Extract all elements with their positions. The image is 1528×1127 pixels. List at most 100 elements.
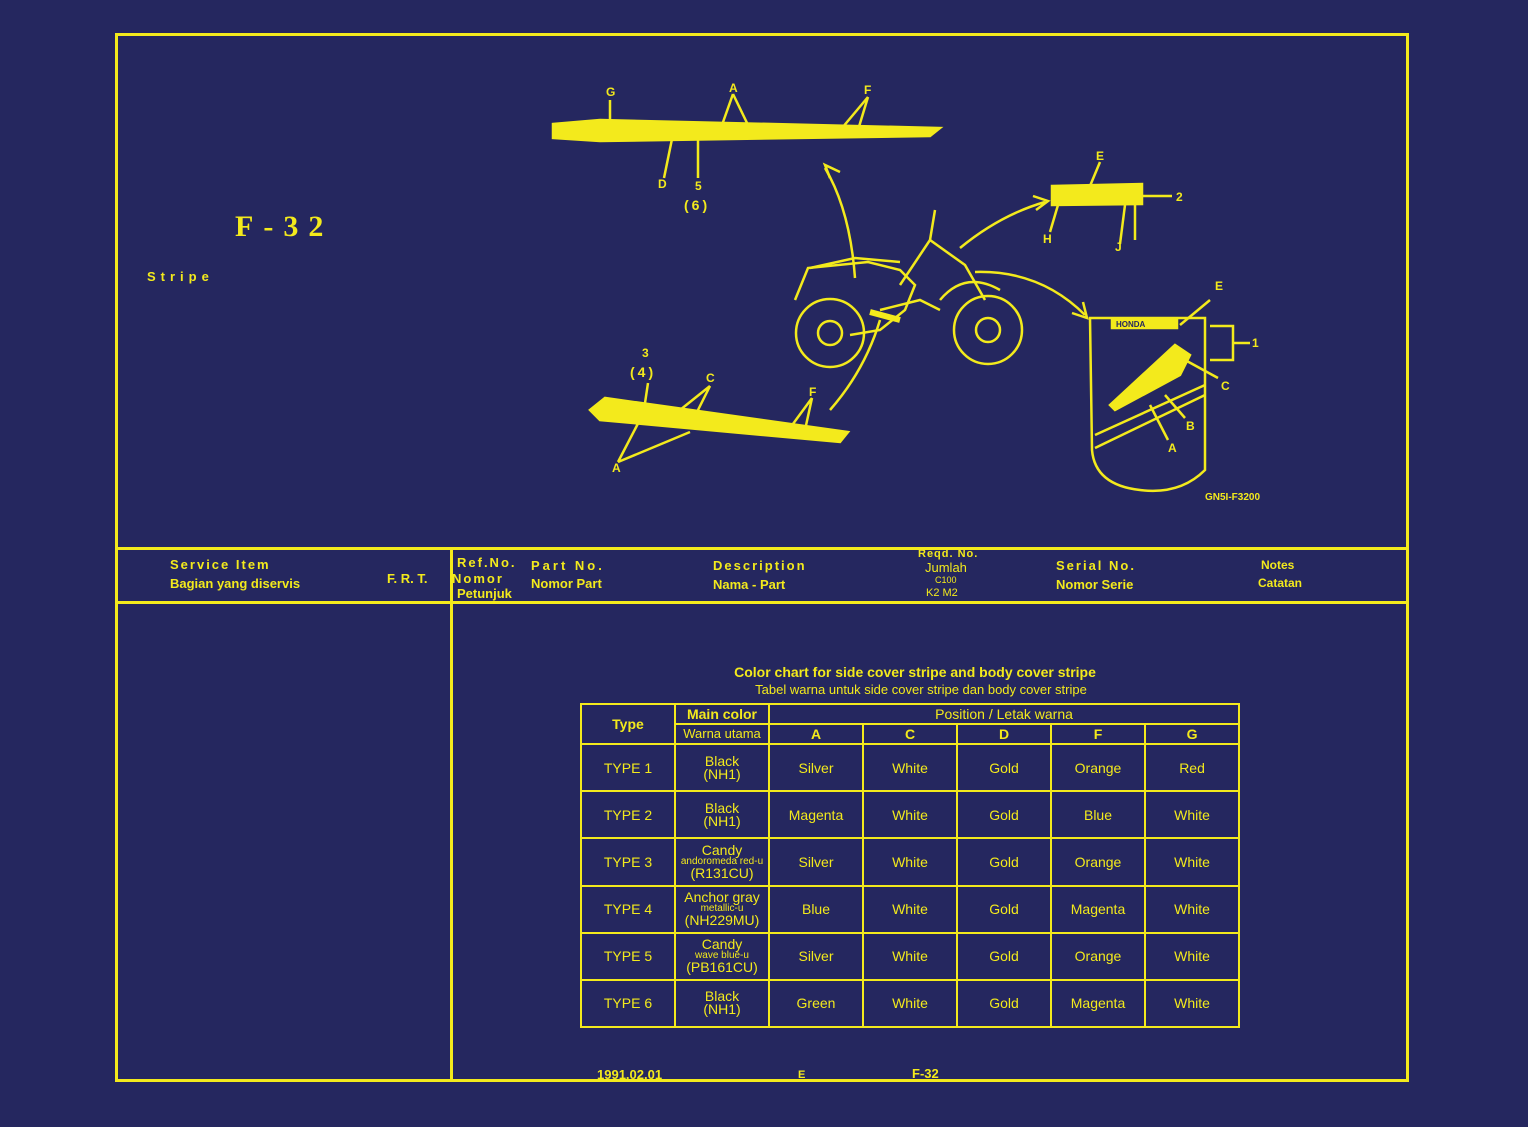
hdr-part-no-id: Nomor Part bbox=[531, 576, 602, 591]
callout-upper-6: (6) bbox=[684, 197, 710, 213]
cell-position-a: Silver bbox=[768, 837, 864, 887]
cell-position-c: White bbox=[862, 837, 958, 887]
header-top-rule bbox=[115, 547, 1409, 550]
callout-cover-a: A bbox=[1168, 441, 1177, 455]
cell-position-f: Blue bbox=[1050, 790, 1146, 840]
hdr-reqd-sub: K2 M2 bbox=[926, 587, 958, 599]
cell-position-g: White bbox=[1143, 790, 1241, 840]
hdr-reqd-no: Reqd. No. bbox=[918, 548, 979, 560]
cell-position-c: White bbox=[862, 790, 958, 840]
side-cover-outline bbox=[1088, 316, 1207, 492]
rear-wheel bbox=[794, 297, 866, 369]
callout-cover-1: 1 bbox=[1252, 336, 1259, 350]
main-color-line: wave blue-u bbox=[695, 950, 749, 962]
hdr-description-id: Nama - Part bbox=[713, 577, 786, 592]
cell-position-g: White bbox=[1143, 884, 1241, 934]
cell-main-color: Black(NH1) bbox=[674, 978, 770, 1029]
hdr-reqd-no-id: Jumlah bbox=[925, 560, 967, 575]
callout-cover-c: C bbox=[1221, 379, 1230, 393]
cell-main-color: Black(NH1) bbox=[674, 743, 770, 793]
cell-position-g: Red bbox=[1143, 743, 1241, 793]
cell-position-g: White bbox=[1143, 978, 1241, 1029]
footer-page: F-32 bbox=[912, 1066, 939, 1081]
main-color-line: metallic-u bbox=[700, 903, 744, 915]
cell-position-g: White bbox=[1143, 837, 1241, 887]
cell-position-c: White bbox=[862, 884, 958, 934]
hdr-notes: Notes bbox=[1261, 558, 1295, 572]
column-divider bbox=[450, 549, 453, 1082]
sheet-frame bbox=[115, 33, 1409, 1082]
main-color-line: Candy bbox=[701, 936, 743, 953]
cell-position-a: Silver bbox=[768, 743, 864, 793]
hdr-ref-no: Ref.No. bbox=[457, 555, 517, 570]
cell-position-c: White bbox=[862, 743, 958, 793]
callout-emblem-2: 2 bbox=[1176, 190, 1183, 204]
callout-upper-5: 5 bbox=[695, 179, 702, 193]
cell-position-d: Gold bbox=[956, 743, 1052, 793]
cell-type: TYPE 2 bbox=[580, 790, 676, 840]
main-color-line: (R131CU) bbox=[690, 864, 754, 881]
cell-position-c: White bbox=[862, 931, 958, 981]
col-type: Type bbox=[580, 702, 676, 746]
main-color-line: (NH1) bbox=[703, 765, 741, 782]
hdr-ref-no-id-1: Nomor bbox=[452, 571, 504, 586]
cell-position-f: Orange bbox=[1050, 837, 1146, 887]
hdr-part-no: Part No. bbox=[531, 558, 605, 573]
cell-position-d: Gold bbox=[956, 978, 1052, 1029]
col-position: Position / Letak warna bbox=[767, 702, 1241, 726]
callout-upper-a: A bbox=[729, 81, 738, 95]
side-cover-logo: HONDA bbox=[1116, 320, 1146, 329]
callout-lower-4: (4) bbox=[630, 364, 656, 380]
hdr-serial-no: Serial No. bbox=[1056, 558, 1136, 573]
hdr-notes-id: Catatan bbox=[1258, 576, 1303, 590]
cell-position-d: Gold bbox=[956, 790, 1052, 840]
col-pos-g: G bbox=[1143, 723, 1241, 746]
callout-cover-b: B bbox=[1186, 419, 1195, 433]
cell-type: TYPE 3 bbox=[580, 837, 676, 887]
cell-position-a: Blue bbox=[768, 884, 864, 934]
callout-cover-e: E bbox=[1215, 279, 1223, 293]
callout-lower-a: A bbox=[612, 461, 621, 475]
color-chart-title: Color chart for side cover stripe and bo… bbox=[734, 664, 1096, 680]
cell-position-f: Magenta bbox=[1050, 978, 1146, 1029]
stripe-illustration: G A F D 5 (6) 3 (4) C F A E 2 H J E 1 C … bbox=[551, 81, 1260, 503]
col-pos-c: C bbox=[862, 723, 958, 746]
cell-position-f: Orange bbox=[1050, 931, 1146, 981]
main-color-line: (NH1) bbox=[703, 812, 741, 829]
cell-position-a: Green bbox=[768, 978, 864, 1029]
callout-lower-3: 3 bbox=[642, 346, 649, 360]
cell-position-f: Magenta bbox=[1050, 884, 1146, 934]
hdr-serial-no-id: Nomor Serie bbox=[1056, 577, 1134, 592]
cell-position-g: White bbox=[1143, 931, 1241, 981]
col-pos-f: F bbox=[1050, 723, 1146, 746]
cell-type: TYPE 5 bbox=[580, 931, 676, 981]
hdr-reqd-model: C100 bbox=[935, 575, 957, 585]
callout-lower-c: C bbox=[706, 371, 715, 385]
cell-type: TYPE 1 bbox=[580, 743, 676, 793]
lower-stripe-shape bbox=[588, 396, 851, 444]
col-pos-d: D bbox=[956, 723, 1052, 746]
color-chart-subtitle: Tabel warna untuk side cover stripe dan … bbox=[755, 682, 1087, 697]
emblem-shape bbox=[1050, 182, 1144, 207]
cell-position-d: Gold bbox=[956, 931, 1052, 981]
callout-upper-f: F bbox=[864, 83, 871, 97]
callout-lower-f: F bbox=[809, 385, 816, 399]
hdr-service-item-id: Bagian yang diservis bbox=[170, 576, 301, 591]
main-color-line: (NH1) bbox=[703, 1001, 741, 1018]
hdr-frt: F. R. T. bbox=[387, 571, 428, 586]
main-color-line: (PB161CU) bbox=[686, 959, 758, 976]
cell-position-f: Orange bbox=[1050, 743, 1146, 793]
callout-upper-g: G bbox=[606, 85, 615, 99]
front-wheel bbox=[952, 294, 1024, 366]
cell-type: TYPE 4 bbox=[580, 884, 676, 934]
col-main-color: Main color bbox=[674, 702, 770, 726]
cell-type: TYPE 6 bbox=[580, 978, 676, 1029]
cell-position-a: Silver bbox=[768, 931, 864, 981]
